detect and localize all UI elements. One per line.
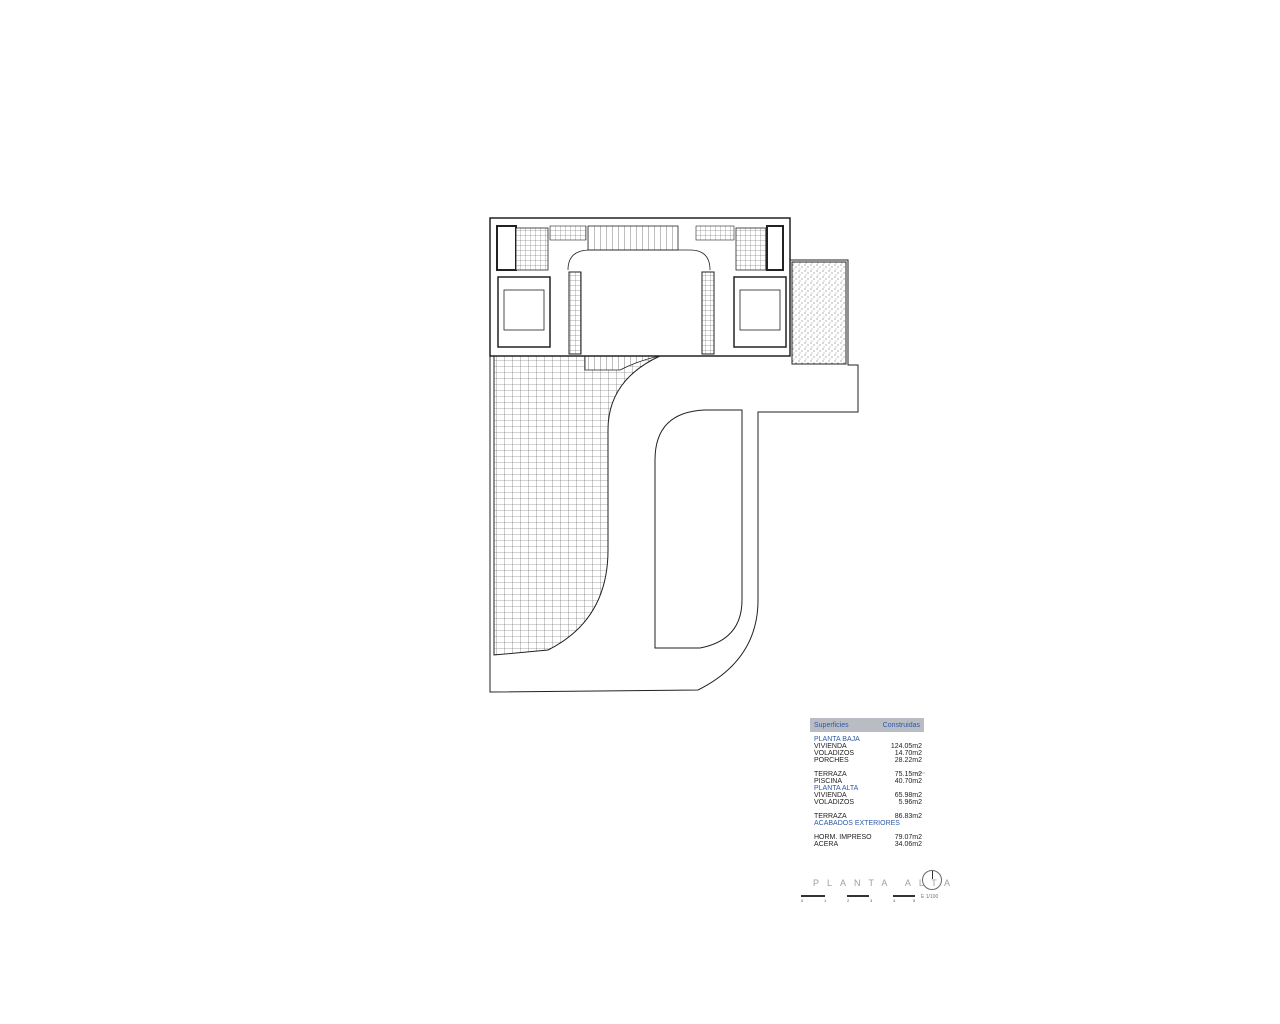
legend-row-value: 14.70m2 <box>894 750 922 757</box>
scale-tick: 1 <box>824 898 827 903</box>
legend-section-heading: ACABADOS EXTERIORES <box>814 820 900 827</box>
legend-row: VOLADIZOS 14.70m2 <box>810 750 924 757</box>
legend-row-value: 40.70m2 <box>894 778 922 785</box>
legend-header: Superficies Construidas <box>810 718 924 732</box>
scale-bar-segment <box>801 895 825 897</box>
scale-bar: 0 1 2 3 4 5 <box>801 895 917 903</box>
drawing-title: PLANTA ALTA <box>813 878 959 888</box>
legend-row-value: 86.83m2 <box>894 813 922 820</box>
pool <box>654 409 743 649</box>
legend-row: HORM. IMPRESO 79.07m2 <box>810 834 924 841</box>
legend-row: VIVIENDA 65.98m2 <box>810 792 924 799</box>
legend-row: PORCHES 28.22m2 <box>810 757 924 764</box>
scale-tick: 0 <box>801 898 804 903</box>
north-arrow-icon <box>922 870 942 890</box>
scale-bar-segment <box>893 895 915 897</box>
legend-row-value: 34.06m2 <box>894 841 922 848</box>
legend-row-value: 75.15m2 <box>894 771 922 778</box>
area-legend: Superficies Construidas PLANTA BAJA VIVI… <box>810 718 924 848</box>
legend-row-label: VOLADIZOS <box>814 750 855 757</box>
scale-tick: 5 <box>913 898 916 903</box>
legend-row: PISCINA 40.70m2 <box>810 778 924 785</box>
scale-bar-segment <box>847 895 869 897</box>
legend-row: TERRAZA 86.83m2 <box>810 813 924 820</box>
legend-row-label: VOLADIZOS <box>814 799 855 806</box>
scale-label: E 1/100 <box>921 894 939 900</box>
legend-section-heading: PLANTA ALTA <box>814 785 859 792</box>
legend-row-label: PISCINA <box>814 778 843 785</box>
scale-tick: 4 <box>893 898 896 903</box>
scale-tick: 2 <box>847 898 850 903</box>
legend-row-value: 79.07m2 <box>894 834 922 841</box>
legend-row: ACERA 34.06m2 <box>810 841 924 848</box>
legend-row-label: PORCHES <box>814 757 849 764</box>
legend-row-label: VIVIENDA <box>814 792 847 799</box>
legend-header-right: Construidas <box>882 721 920 729</box>
scale-tick: 3 <box>870 898 873 903</box>
legend-row-label: VIVIENDA <box>814 743 847 750</box>
legend-row-value: 124.05m2 <box>890 743 922 750</box>
legend-row-label: ACERA <box>814 841 839 848</box>
legend-row: VIVIENDA 124.05m2 <box>810 743 924 750</box>
legend-section-heading: PLANTA BAJA <box>814 736 860 743</box>
legend-row-value: 5.96m2 <box>898 799 922 806</box>
legend-row: VOLADIZOS 5.96m2 <box>810 799 924 806</box>
legend-row-label: TERRAZA <box>814 813 847 820</box>
legend-row-label: HORM. IMPRESO <box>814 834 872 841</box>
legend-row-value: 65.98m2 <box>894 792 922 799</box>
legend-row: TERRAZA 75.15m2 <box>810 771 924 778</box>
legend-row-value: 28.22m2 <box>894 757 922 764</box>
legend-row-label: TERRAZA <box>814 771 847 778</box>
planter <box>791 261 847 365</box>
legend-header-left: Superficies <box>814 721 849 729</box>
building-upper-floor <box>489 217 791 357</box>
